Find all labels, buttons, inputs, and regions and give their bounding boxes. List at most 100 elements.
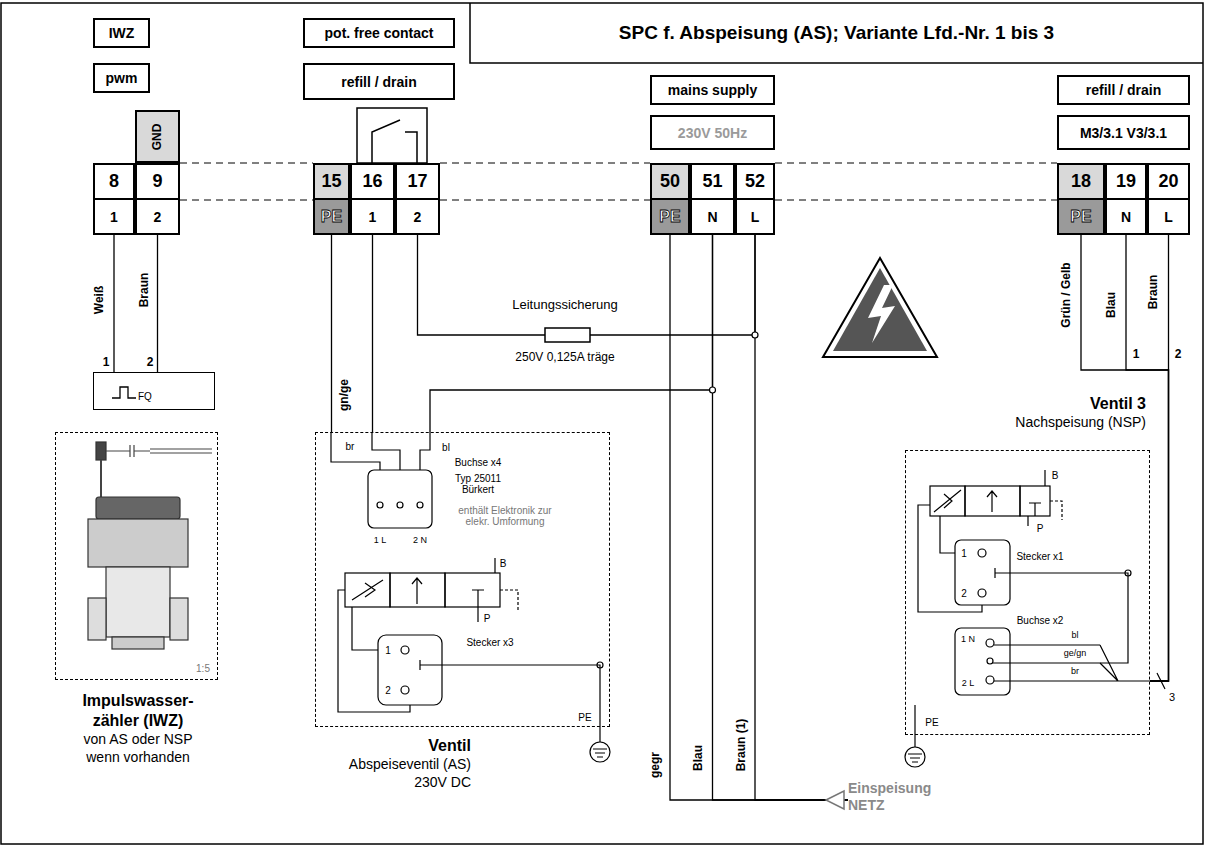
annotation: B [500, 558, 507, 569]
terminal: 20L [1147, 163, 1190, 235]
annotation: 2 [147, 356, 154, 369]
annotation: 2 N [413, 536, 427, 546]
switch-symbol [357, 108, 427, 163]
box-text: M3/3.1 V3/3.1 [1080, 125, 1167, 141]
signal-box: pwm [93, 63, 150, 93]
box-text: L [1149, 200, 1188, 233]
pulse-symbol [112, 387, 136, 398]
valve-3-drawing [993, 645, 1165, 689]
valve-as-drawing [412, 578, 422, 604]
valve-as-drawing [368, 470, 432, 528]
warning-sign [868, 285, 895, 343]
label-box: mains supply [650, 75, 775, 105]
valve-3-drawing [908, 754, 922, 762]
feed-arrow [826, 791, 844, 809]
label-box: refill / drain [303, 63, 455, 100]
annotation: 2 [1175, 348, 1182, 361]
valve-as-drawing [420, 660, 600, 742]
annotation: 1 N [961, 635, 975, 645]
warning-sign [833, 268, 927, 351]
box-text: PE [652, 200, 688, 233]
water-meter-drawing [88, 519, 188, 567]
valve-as-drawing [417, 502, 423, 508]
box-text: 17 [397, 165, 438, 200]
wire-label: Braun (1) [735, 718, 748, 773]
valve-3-drawing [1020, 486, 1050, 516]
wire-label: Blau [692, 744, 705, 772]
annotation: Buchse x2 [1017, 615, 1064, 626]
annotation: 2 [385, 685, 391, 696]
terminal: 51N [690, 163, 735, 235]
box-text: IWZ [109, 25, 135, 41]
label-box: M3/3.1 V3/3.1 [1057, 115, 1190, 150]
wire-label: Weiß [93, 285, 106, 315]
water-meter-drawing [88, 442, 212, 649]
annotation: 1 [1133, 348, 1140, 361]
water-meter-drawing [106, 445, 212, 457]
junction-dot [597, 662, 603, 668]
valve-as-drawing [593, 749, 607, 757]
box-text: PE [315, 200, 348, 233]
valve-as-drawing [445, 573, 500, 607]
valve-3-drawing [978, 589, 986, 597]
annotation: bl [1071, 631, 1078, 641]
wire [418, 235, 756, 335]
junction-dot [597, 332, 1131, 668]
switch-symbol [357, 108, 427, 163]
pulse-symbol [112, 387, 136, 398]
wire-label: gn/ge [338, 378, 351, 412]
box-text: 16 [352, 165, 393, 200]
box-text: 230V 50Hz [678, 125, 747, 141]
wire [1081, 235, 1169, 681]
valve-3-drawing [905, 470, 1165, 767]
annotation: 1 L [374, 536, 387, 546]
fuse-symbol [545, 328, 590, 342]
terminal: 172 [395, 163, 440, 235]
wire-label: Blau [1105, 291, 1118, 319]
wire-label: Leitungssicherung [511, 298, 619, 312]
annotation: P [1037, 523, 1044, 534]
frame [1, 3, 1203, 844]
annotation: br [346, 441, 355, 452]
water-meter-group: Impulswasser- zähler (IWZ)von AS oder NS… [55, 432, 218, 680]
box-text: refill / drain [1086, 82, 1161, 98]
water-meter-drawing [96, 442, 106, 460]
water-meter-drawing [100, 460, 102, 497]
wire [157, 235, 158, 372]
box-text: Nachspeisung (NSP) [986, 414, 1146, 432]
box-text: mains supply [668, 82, 757, 98]
label-box: IWZ [93, 18, 150, 48]
annotation: bl [442, 442, 450, 453]
wire [755, 235, 848, 800]
wire [372, 235, 373, 432]
box-text: FQ [138, 391, 152, 402]
valve-3-drawing [986, 676, 994, 684]
box-text: 2 [137, 200, 178, 233]
valve-as-drawing [590, 742, 610, 762]
valve-3-drawing [986, 639, 994, 647]
box-text: Einspeisung NETZ [848, 780, 948, 814]
group-heading: Ventil 3Nachspeisung (NSP) [986, 394, 1146, 432]
annotation: PE [925, 717, 938, 728]
water-meter-drawing [96, 497, 180, 519]
diagram-title: SPC f. Abspeisung (AS); Variante Lfd.-Nr… [470, 3, 1203, 63]
valve-as-drawing [331, 432, 610, 762]
valve-as-drawing [500, 590, 518, 612]
annotation: enthält Elektronik zur elekr. Umformung [455, 505, 555, 527]
fuse-symbol [545, 328, 590, 342]
valve-as-drawing [378, 635, 442, 705]
box-text: pot. free contact [325, 25, 434, 41]
box-text: Impulswasser- zähler (IWZ) [68, 691, 208, 731]
valve-3-drawing [995, 568, 1128, 663]
box-text: 1 [352, 200, 393, 233]
valve-as-drawing [352, 580, 383, 600]
wire [331, 235, 332, 432]
box-text: 20 [1149, 165, 1188, 200]
box-text: 52 [737, 165, 773, 200]
valve-as-drawing [345, 573, 390, 607]
valve-as-drawing [472, 558, 495, 622]
terminal-rail-line [180, 163, 1057, 200]
water-meter-drawing [88, 598, 106, 640]
box-text: 8 [95, 165, 133, 200]
annotation: Typ 25011 Bürkert [448, 473, 508, 495]
